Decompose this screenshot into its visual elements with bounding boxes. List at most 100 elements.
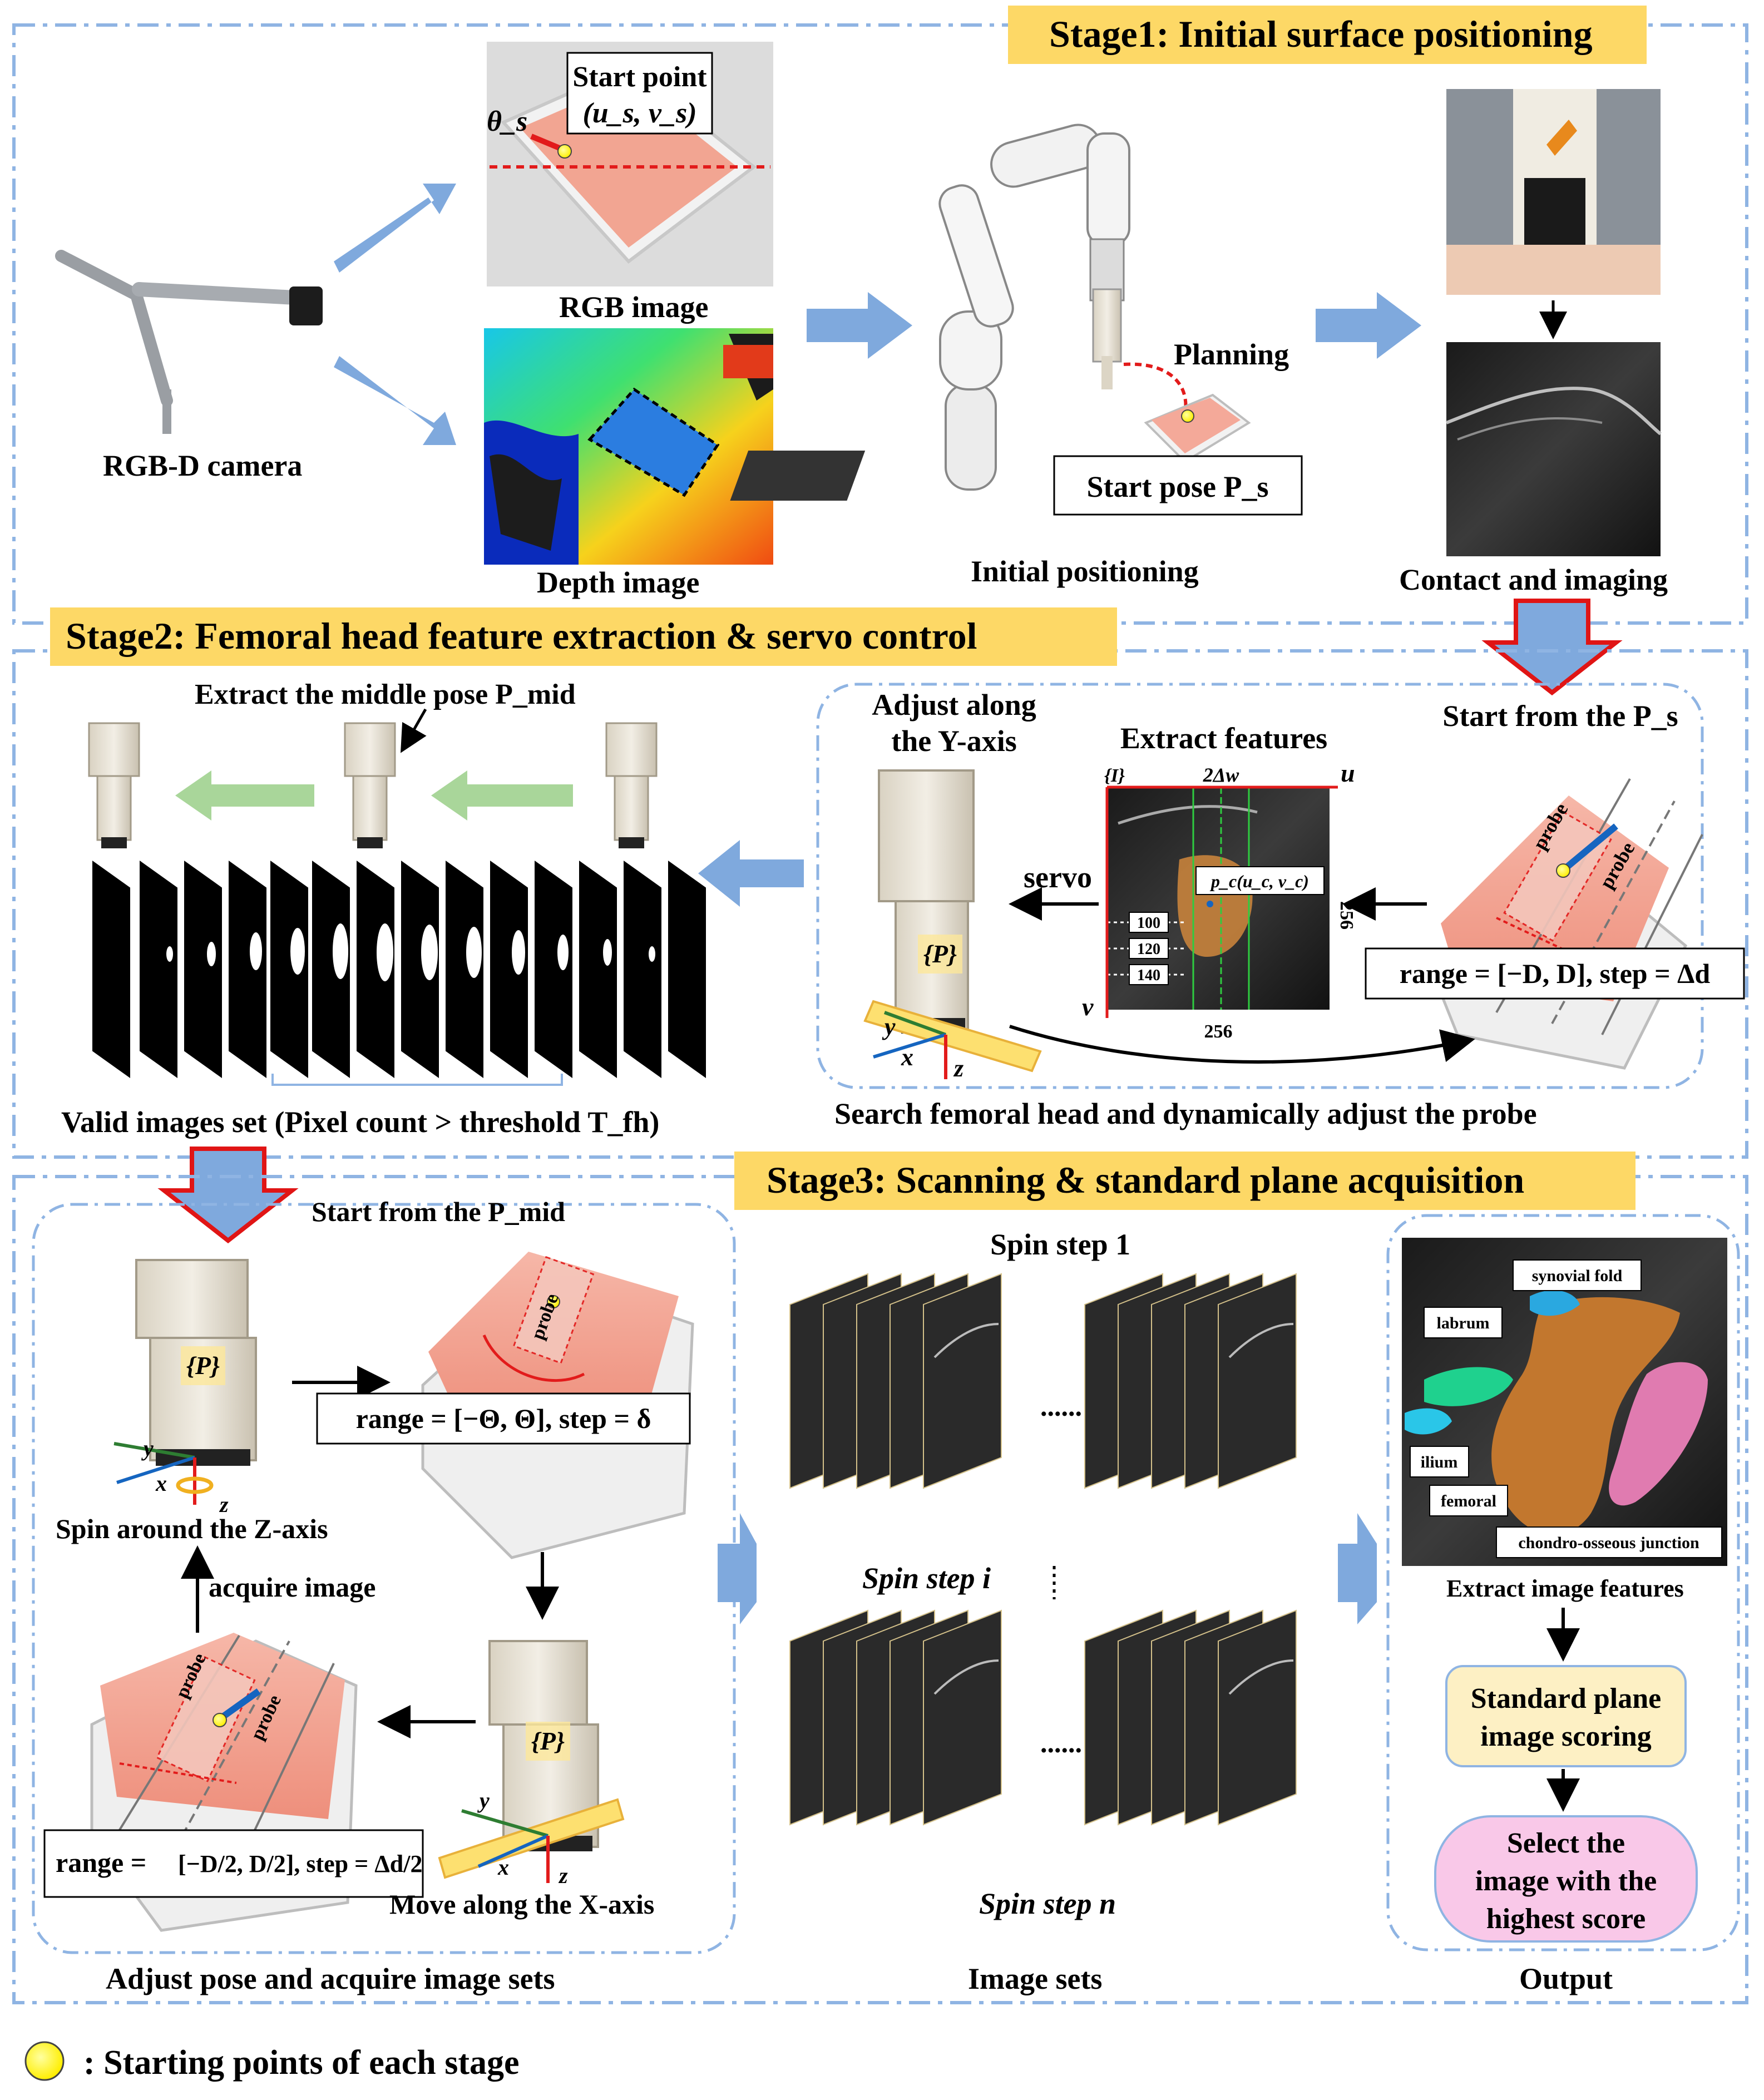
spin-step-n: Spin step n	[979, 1887, 1116, 1920]
axis-x-label: x	[901, 1044, 913, 1071]
move-x-label: Move along the X-axis	[389, 1889, 654, 1920]
output-box	[1386, 1214, 1740, 1951]
contact-ultrasound-image	[1445, 342, 1662, 556]
stage1-title-bg	[1008, 6, 1647, 64]
legend-start-dot	[24, 2041, 65, 2081]
range-theta-box	[316, 1392, 691, 1445]
select-line1: Select the	[1507, 1827, 1625, 1859]
frame-p-spin: {P}	[186, 1351, 220, 1380]
move-axis-y-label: y	[477, 1788, 490, 1813]
planning-path	[1123, 362, 1188, 415]
green-arrow-1	[175, 770, 314, 821]
start-point-line2: (u_s, v_s)	[582, 97, 696, 129]
range-d2-prefix: range =	[56, 1847, 146, 1878]
stage2-to-stage3-arrow	[157, 1147, 299, 1244]
chondro-osseous-tag	[1496, 1526, 1722, 1558]
row-140: 140	[1137, 967, 1160, 984]
initial-positioning-label: Initial positioning	[971, 555, 1199, 588]
range-d-label: range = [−D, D], step = Δd	[1400, 958, 1711, 989]
adjust-pose-box	[32, 1203, 736, 1954]
labrum-label: labrum	[1436, 1314, 1489, 1332]
frame-p-move: {P}	[531, 1727, 565, 1755]
width-256-label: 256	[1204, 1021, 1233, 1042]
chondro-osseous-label: chondro-osseous junction	[1518, 1534, 1699, 1552]
move-axis-z-label: z	[558, 1863, 568, 1888]
valid-set-label: Valid images set (Pixel count > threshol…	[61, 1105, 659, 1139]
ilium-tag	[1410, 1446, 1469, 1478]
frame-i-label: {I}	[1104, 765, 1125, 786]
dots-step-n: ......	[1040, 1727, 1082, 1758]
start-ps-label: Start from the P_s	[1442, 699, 1678, 733]
theta-s-label: θ_s	[487, 106, 527, 137]
start-pmid-label: Start from the P_mid	[312, 1196, 565, 1227]
stage3-panel: Stage3: Scanning & standard plane acquis…	[12, 1152, 1748, 2004]
axis-x-line	[873, 1033, 946, 1059]
probe-spin	[135, 1259, 257, 1466]
image-set-step-n[interactable]	[789, 1609, 1297, 1826]
frame-p-label: {P}	[923, 940, 957, 968]
dots-step-1: ......	[1040, 1391, 1082, 1422]
arrow-to-rgb	[334, 184, 456, 273]
arrow-to-depth	[334, 356, 456, 445]
scoring-line2: image scoring	[1480, 1721, 1652, 1752]
arrow-to-valid-set	[698, 840, 804, 907]
green-arrow-2	[431, 770, 573, 821]
image-sets-label: Image sets	[968, 1962, 1102, 1995]
start-point-line1: Start point	[572, 61, 707, 93]
axis-y-line	[883, 1011, 947, 1036]
image-set-step-1[interactable]	[789, 1273, 1297, 1489]
probe-adjust-y	[878, 769, 975, 1034]
rgbd-camera-illustration	[55, 250, 323, 434]
servo-label: servo	[1024, 861, 1092, 894]
robot-arm-illustration	[730, 123, 1130, 501]
select-line2: image with the	[1475, 1865, 1657, 1897]
search-caption: Search femoral head and dynamically adju…	[834, 1097, 1537, 1130]
stage1-border	[12, 23, 1748, 625]
probe-right	[605, 722, 658, 848]
stage1-title: Stage1: Initial surface positioning	[1049, 13, 1593, 55]
femoral-tag	[1429, 1485, 1508, 1516]
planning-label: Planning	[1174, 338, 1289, 371]
start-pose-box	[1053, 455, 1303, 516]
valid-set-brace	[271, 1074, 563, 1086]
phantom-small	[1144, 393, 1251, 463]
camera-label: RGB-D camera	[103, 449, 302, 482]
row-100: 100	[1137, 915, 1160, 932]
extract-image-features-label: Extract image features	[1446, 1575, 1684, 1602]
rgb-image-label: RGB image	[559, 290, 708, 324]
extract-mid-label: Extract the middle pose P_mid	[195, 679, 576, 710]
synovial-fold-tag	[1513, 1259, 1642, 1291]
synovial-fold-label: synovial fold	[1532, 1267, 1623, 1285]
range-theta-label: range = [−Θ, Θ], step = δ	[356, 1403, 651, 1434]
spin-step-1: Spin step 1	[990, 1228, 1130, 1261]
start-point-box	[566, 52, 713, 135]
two-dw-label: 2Δw	[1203, 764, 1240, 786]
select-box	[1434, 1815, 1698, 1943]
arrow-to-robot	[807, 292, 912, 359]
move-axis-y	[461, 1809, 549, 1837]
pc-box	[1195, 866, 1325, 895]
axis-u-label: u	[1341, 759, 1355, 787]
stage1-to-stage2-arrow	[1481, 599, 1623, 696]
extract-features-label: Extract features	[1120, 722, 1327, 755]
spin-axis-y	[113, 1442, 195, 1459]
spin-z-label: Spin around the Z-axis	[56, 1513, 328, 1544]
segmented-ultrasound-image[interactable]	[1402, 1238, 1727, 1566]
move-axis-x	[477, 1834, 549, 1868]
stage2-title-bg	[50, 607, 1117, 666]
output-label: Output	[1519, 1962, 1613, 1995]
spin-step-i: Spin step i	[862, 1562, 991, 1595]
valid-images-stack[interactable]	[91, 858, 707, 1080]
start-pose-label: Start pose P_s	[1087, 470, 1269, 503]
contact-imaging-label: Contact and imaging	[1399, 563, 1668, 596]
arrow-to-output	[1338, 1513, 1377, 1624]
probe-move	[488, 1640, 599, 1851]
legend-label: : Starting points of each stage	[83, 2044, 520, 2082]
curve-probe-to-phantom	[1009, 1025, 1475, 1064]
scoring-line1: Standard plane	[1471, 1683, 1661, 1714]
spin-axis-x-label: x	[155, 1471, 167, 1496]
spin-rotation-icon	[176, 1476, 214, 1494]
stage1-panel: Stage1: Initial surface positioning RGB-…	[12, 6, 1748, 625]
contact-photo	[1446, 89, 1661, 295]
